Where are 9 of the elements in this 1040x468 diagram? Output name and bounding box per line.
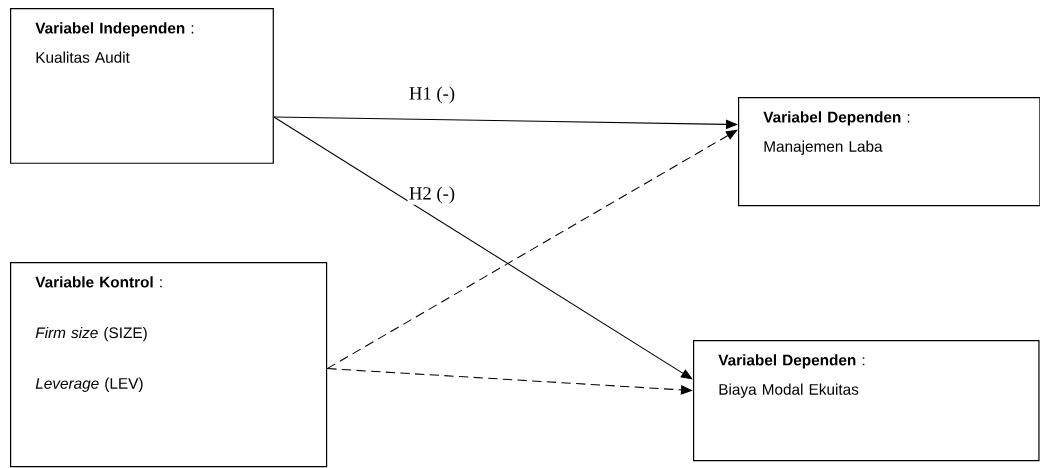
edge-label: H1 (-) bbox=[407, 85, 457, 105]
arrow bbox=[273, 116, 693, 380]
variable-box: Variable Kontrol : Firm size (SIZE) Leverage (LEV) bbox=[10, 262, 328, 468]
arrow bbox=[326, 368, 693, 395]
arrow bbox=[326, 129, 738, 370]
variable-box: Variabel Dependen : Biaya Modal Ekuitas bbox=[693, 340, 1040, 462]
variable-box: Variabel Independen : Kualitas Audit bbox=[10, 8, 274, 164]
edge-label: H2 (-) bbox=[407, 185, 457, 205]
variable-box: Variabel Dependen : Manajemen Laba bbox=[738, 97, 1040, 207]
